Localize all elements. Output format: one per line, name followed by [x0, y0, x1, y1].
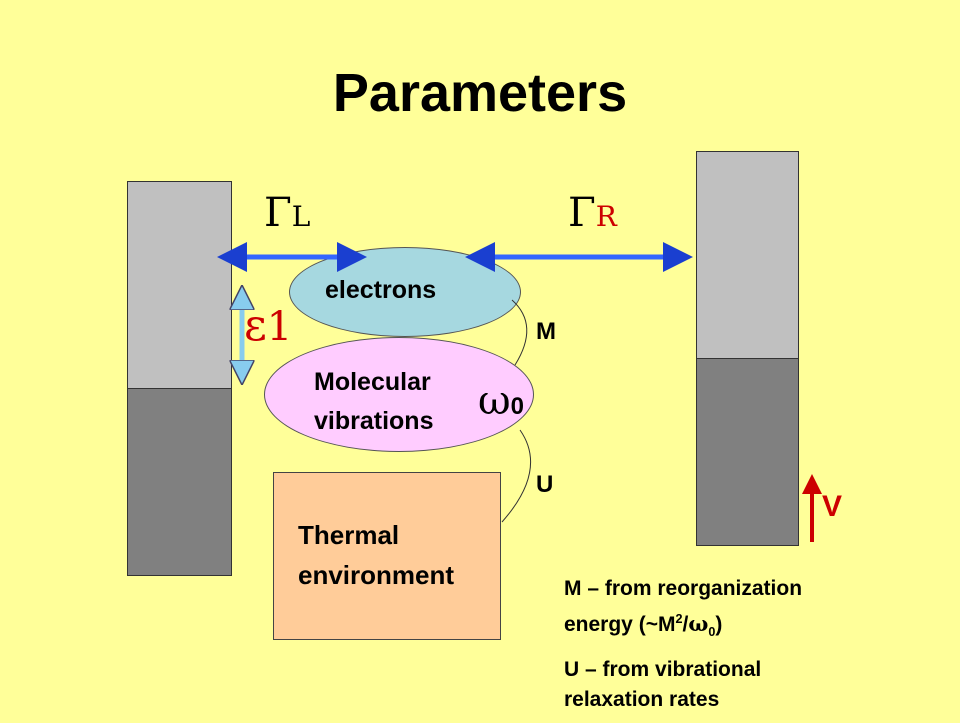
right-lead-upper	[696, 151, 799, 359]
vibrations-label: vibrations	[314, 407, 434, 435]
coupling-curve-u	[501, 429, 532, 523]
page-title: Parameters	[332, 63, 628, 123]
electrons-label: electrons	[325, 276, 437, 304]
molecular-label: Molecular	[314, 368, 431, 396]
bias-label: V	[822, 490, 843, 523]
thermal-label: Thermal	[298, 520, 400, 550]
parameter-notes: M – from reorganization energy (~M2/ω0) …	[564, 574, 954, 723]
left-lead-lower	[127, 388, 232, 576]
omega-label: ω0	[478, 378, 524, 424]
u-label: U	[536, 471, 554, 498]
gamma-left-label: ΓL	[264, 190, 311, 236]
note-u: U – from vibrational relaxation rates	[564, 658, 762, 712]
thermal-environment-box	[273, 472, 501, 640]
epsilon-label: ε1	[244, 300, 293, 351]
environment-label: environment	[298, 560, 455, 590]
note-m: M – from reorganization energy (~M2/ω0)	[564, 577, 803, 640]
molecular-vibrations-ellipse	[264, 337, 534, 452]
m-label: M	[536, 318, 556, 345]
coupling-curve-m	[511, 299, 528, 366]
left-lead-upper	[127, 181, 232, 389]
gamma-right-label: ΓR	[568, 190, 617, 236]
right-lead-lower	[696, 358, 799, 546]
